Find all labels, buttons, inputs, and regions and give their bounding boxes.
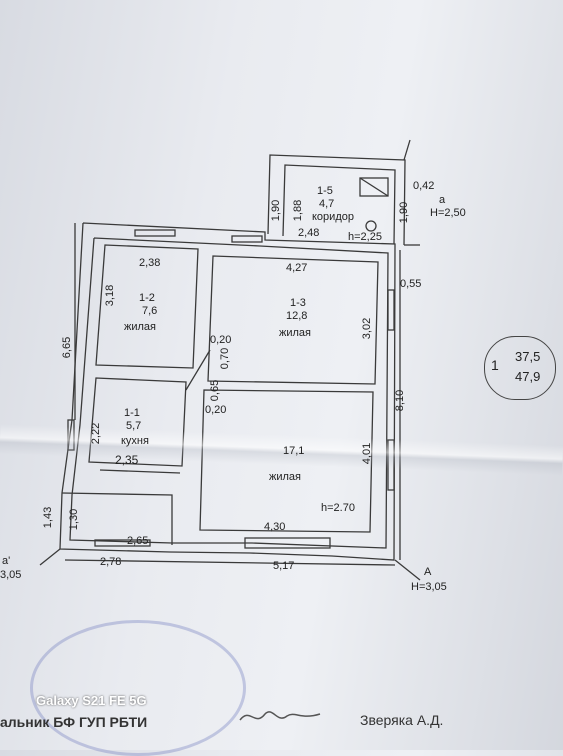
room-id-1-1: 1-1 [124,407,140,419]
corridor-wall-inner [282,164,396,245]
dim-2-65: 2,65 [127,535,149,547]
room-area-1-5: 4,7 [319,198,335,210]
height-h-2-25: h=2,25 [348,231,382,243]
room-area-big: 17,1 [283,445,305,457]
total-area-box [484,336,556,400]
dim-5-17: 5,17 [273,560,295,572]
room-area-1-1: 5,7 [126,420,142,432]
room-name-1-3: жилая [279,327,311,339]
dim-0-65: 0,65 [209,379,222,402]
dim-0-20-a: 0,20 [210,334,232,346]
footer-signer: Зверяка А.Д. [360,712,444,728]
dim-1-90-b: 1,90 [398,201,411,224]
dim-8-10: 8,10 [394,389,407,412]
dim-4-01: 4,01 [361,442,374,465]
room-name-1-1: кухня [121,435,149,447]
stamp-imprint [30,620,246,756]
marker-a-prime: a' [2,555,11,567]
footer-organization: альник БФ ГУП РБТИ [0,714,148,730]
total-index: 1 [491,357,499,373]
dim-0-20-b: 0,20 [205,404,227,416]
room-1-3 [207,255,379,385]
height-H-2-50: H=2,50 [430,207,466,219]
room-id-1-3: 1-3 [290,297,306,309]
dim-1-90-a: 1,90 [270,199,283,222]
signature-mark [239,711,321,721]
dim-1-88: 1,88 [292,199,305,222]
dim-2-35: 2,35 [115,453,139,467]
marker-a: a [439,194,446,206]
room-area-1-3: 12,8 [286,310,308,322]
outer-wall [59,222,396,561]
dim-3-18: 3,18 [104,284,117,307]
corridor-wall [267,154,406,246]
total-overall-area: 47,9 [515,369,541,384]
dim-4-30: 4,30 [264,521,286,533]
room-area-1-2: 7,6 [142,305,158,317]
height-H-3-05: H=3,05 [411,581,447,593]
marker-A: A [424,566,432,578]
room-id-1-2: 1-2 [139,292,155,304]
dim-3-02: 3,02 [361,317,374,340]
height-3-05-left: 3,05 [0,569,22,581]
room-name-1-5: коридор [312,211,354,223]
dim-0-70: 0,70 [219,347,232,370]
total-living-area: 37,5 [515,349,541,364]
dim-6-65: 6,65 [61,336,74,359]
room-big [199,389,374,533]
dim-0-42: 0,42 [413,180,435,192]
dim-1-30: 1,30 [68,508,81,531]
dim-2-78: 2,78 [100,556,122,568]
dim-4-27: 4,27 [286,262,308,274]
room-id-1-5: 1-5 [317,185,333,197]
room-name-1-2: жилая [124,321,156,333]
room-1-2 [95,244,199,369]
dim-2-48: 2,48 [298,227,320,239]
camera-watermark: Galaxy S21 FE 5G [36,693,147,708]
dim-1-43: 1,43 [42,506,55,529]
dim-0-55: 0,55 [400,278,422,290]
dim-2-22: 2,22 [90,422,103,445]
height-h-2-70: h=2.70 [321,502,355,514]
room-name-big: жилая [269,471,301,483]
dim-2-38: 2,38 [139,257,161,269]
